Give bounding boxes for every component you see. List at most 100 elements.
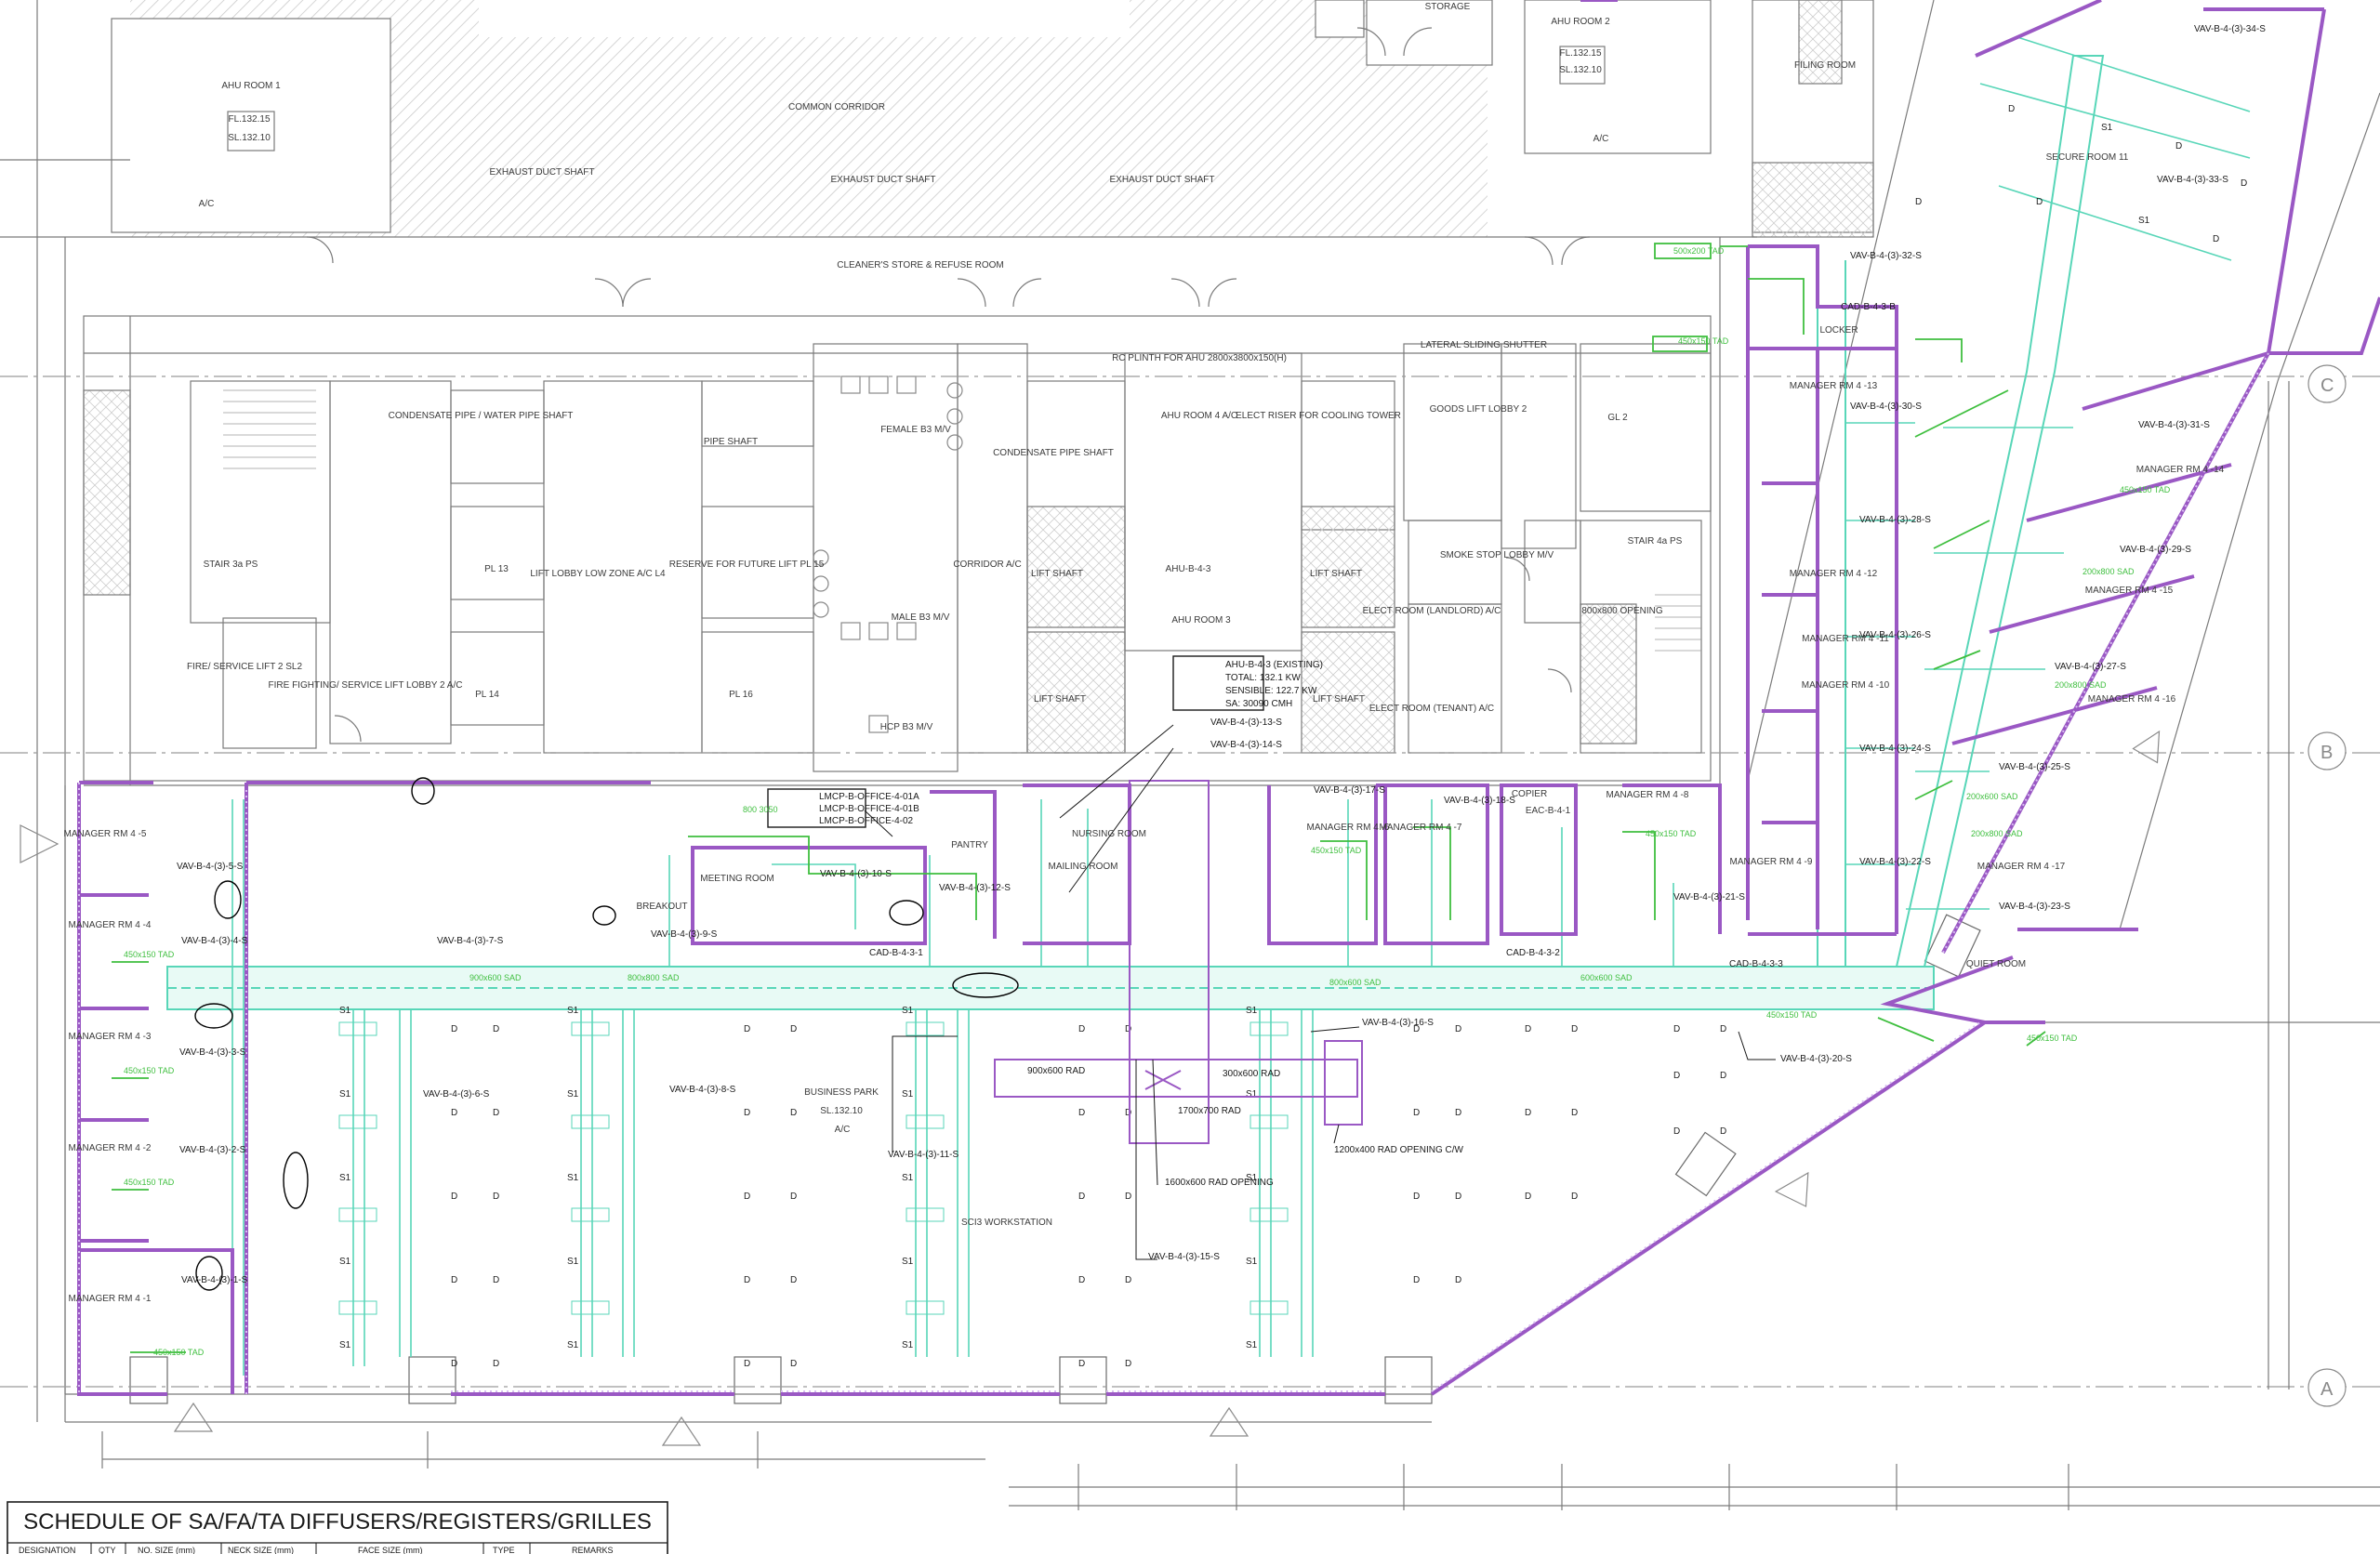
svg-text:S1: S1 <box>902 1089 914 1100</box>
room-label: FIRE FIGHTING/ SERVICE LIFT LOBBY 2 A/C <box>269 680 463 691</box>
diffuser-size-label: 450x150 TAD <box>124 1178 175 1187</box>
svg-text:D: D <box>1720 1071 1726 1081</box>
svg-text:S1: S1 <box>339 1089 351 1100</box>
svg-text:D: D <box>744 1024 750 1034</box>
svg-text:D: D <box>1673 1126 1680 1137</box>
equipment-tag: VAV-B-4-(3)-28-S <box>1859 515 1931 525</box>
svg-text:D: D <box>1455 1108 1461 1118</box>
partition-walls-dots <box>78 352 2269 1394</box>
svg-text:D: D <box>2241 178 2247 189</box>
svg-text:D: D <box>1413 1024 1420 1034</box>
svg-text:D: D <box>1455 1192 1461 1202</box>
svg-text:S1: S1 <box>902 1173 914 1183</box>
svg-text:D: D <box>2175 141 2182 151</box>
svg-text:S1: S1 <box>1246 1340 1258 1350</box>
room-label: AHU ROOM 2 <box>1551 17 1610 27</box>
room-label: CONDENSATE PIPE / WATER PIPE SHAFT <box>389 411 574 421</box>
room-label: PANTRY <box>951 840 988 850</box>
svg-text:D: D <box>1078 1359 1085 1369</box>
room-label: FL.132.15 <box>228 114 270 125</box>
room-label: LATERAL SLIDING SHUTTER <box>1421 340 1547 350</box>
schedule-header-designation: DESIGNATION <box>19 1546 75 1554</box>
equipment-tag: VAV-B-4-(3)-8-S <box>669 1085 736 1095</box>
svg-text:S1: S1 <box>567 1089 579 1100</box>
diffuser-size-label: 900x600 SAD <box>469 973 522 982</box>
svg-text:S1: S1 <box>567 1340 579 1350</box>
room-label: MANAGER RM 4 -14 <box>2136 465 2225 475</box>
diffuser-size-label: 450x150 TAD <box>124 1066 175 1075</box>
equipment-tag: VAV-B-4-(3)-11-S <box>888 1150 959 1160</box>
room-label: QUIET ROOM <box>1966 959 2026 969</box>
equipment-tag: VAV-B-4-(3)-15-S <box>1148 1252 1220 1262</box>
svg-text:D: D <box>1078 1275 1085 1285</box>
svg-text:S1: S1 <box>1246 1089 1258 1100</box>
svg-text:D: D <box>1078 1192 1085 1202</box>
room-label: MANAGER RM 4 -10 <box>1802 680 1890 691</box>
svg-text:S1: S1 <box>339 1173 351 1183</box>
room-label: A/C <box>835 1125 851 1135</box>
room-label: LIFT LOBBY LOW ZONE A/C L4 <box>530 569 666 579</box>
svg-text:S1: S1 <box>1246 1257 1258 1267</box>
svg-text:S1: S1 <box>567 1173 579 1183</box>
schedule-header-qty: QTY <box>99 1546 116 1554</box>
diffuser-size-label: 450x150 TAD <box>2120 485 2171 494</box>
room-label: A/C <box>1593 134 1609 144</box>
svg-text:D: D <box>1720 1024 1726 1034</box>
room-label: LIFT SHAFT <box>1031 569 1083 579</box>
svg-text:D: D <box>790 1275 797 1285</box>
room-label: EXHAUST DUCT SHAFT <box>1110 175 1215 185</box>
diffuser-size-label: 200x800 SAD <box>2055 680 2107 690</box>
svg-text:D: D <box>790 1192 797 1202</box>
room-label: PL 14 <box>475 690 499 700</box>
diffuser-size-label: 450x150 TAD <box>1311 846 1362 855</box>
architectural-linework <box>0 0 2380 1510</box>
svg-text:D: D <box>1413 1275 1420 1285</box>
equipment-tag: VAV-B-4-(3)-31-S <box>2138 420 2210 430</box>
svg-text:S1: S1 <box>339 1257 351 1267</box>
diffuser-schedule-table: SCHEDULE OF SA/FA/TA DIFFUSERS/REGISTERS… <box>7 1501 668 1554</box>
lmcp-info-box <box>767 788 866 828</box>
equipment-tag: VAV-B-4-(3)-14-S <box>1210 740 1282 750</box>
equipment-tag: CAD-B-4-3-3 <box>1729 959 1783 969</box>
room-label: EXHAUST DUCT SHAFT <box>490 167 595 178</box>
room-label: SECURE ROOM 11 <box>2046 152 2129 163</box>
equipment-tag: LMCP-B-OFFICE-4-01A <box>819 792 919 802</box>
svg-text:D: D <box>790 1024 797 1034</box>
room-label: ELECT ROOM (TENANT) A/C <box>1369 704 1494 714</box>
room-label: AHU ROOM 1 <box>221 81 281 91</box>
schedule-title: SCHEDULE OF SA/FA/TA DIFFUSERS/REGISTERS… <box>23 1509 652 1534</box>
room-label: SL.132.10 <box>1559 65 1602 75</box>
room-label: MAILING ROOM <box>1048 862 1117 872</box>
svg-text:D: D <box>451 1192 457 1202</box>
room-label: NURSING ROOM <box>1072 829 1146 839</box>
equipment-tag: VAV-B-4-(3)-9-S <box>651 929 718 940</box>
schedule-header-no-size: NO. SIZE (mm) <box>138 1546 195 1554</box>
equipment-tag: VAV-B-4-(3)-10-S <box>820 869 892 879</box>
room-label: FL.132.15 <box>1559 48 1601 59</box>
equipment-tag: VAV-B-4-(3)-5-S <box>177 862 244 872</box>
equipment-tag: VAV-B-4-(3)-17-S <box>1314 785 1385 796</box>
svg-text:S1: S1 <box>902 1340 914 1350</box>
svg-text:D: D <box>451 1359 457 1369</box>
room-label: BUSINESS PARK <box>804 1087 879 1098</box>
schedule-header-type: TYPE <box>493 1546 515 1554</box>
room-label: SCI3 WORKSTATION <box>961 1218 1052 1228</box>
equipment-tag: VAV-B-4-(3)-3-S <box>179 1047 246 1058</box>
room-label: MANAGER RM 4 -5 <box>64 829 147 839</box>
room-label: HCP B3 M/V <box>880 722 933 732</box>
diffuser-size-label: 500x200 TAD <box>1673 246 1725 256</box>
svg-text:D: D <box>493 1192 499 1202</box>
svg-text:D: D <box>1455 1275 1461 1285</box>
svg-text:S1: S1 <box>902 1257 914 1267</box>
equipment-tag: LMCP-B-OFFICE-4-02 <box>819 816 914 826</box>
equipment-tag: VAV-B-4-(3)-7-S <box>437 936 504 946</box>
diffuser-size-label: 200x800 SAD <box>2082 567 2135 576</box>
svg-text:D: D <box>1673 1024 1680 1034</box>
equipment-tag: VAV-B-4-(3)-34-S <box>2194 24 2266 34</box>
equipment-tag: VAV-B-4-(3)-12-S <box>939 883 1011 893</box>
room-label: MANAGER RM 4 -3 <box>69 1032 152 1042</box>
diffuser-size-label: 800 3050 <box>743 805 778 814</box>
svg-text:D: D <box>1125 1359 1131 1369</box>
equipment-tag: VAV-B-4-(3)-30-S <box>1850 402 1922 412</box>
